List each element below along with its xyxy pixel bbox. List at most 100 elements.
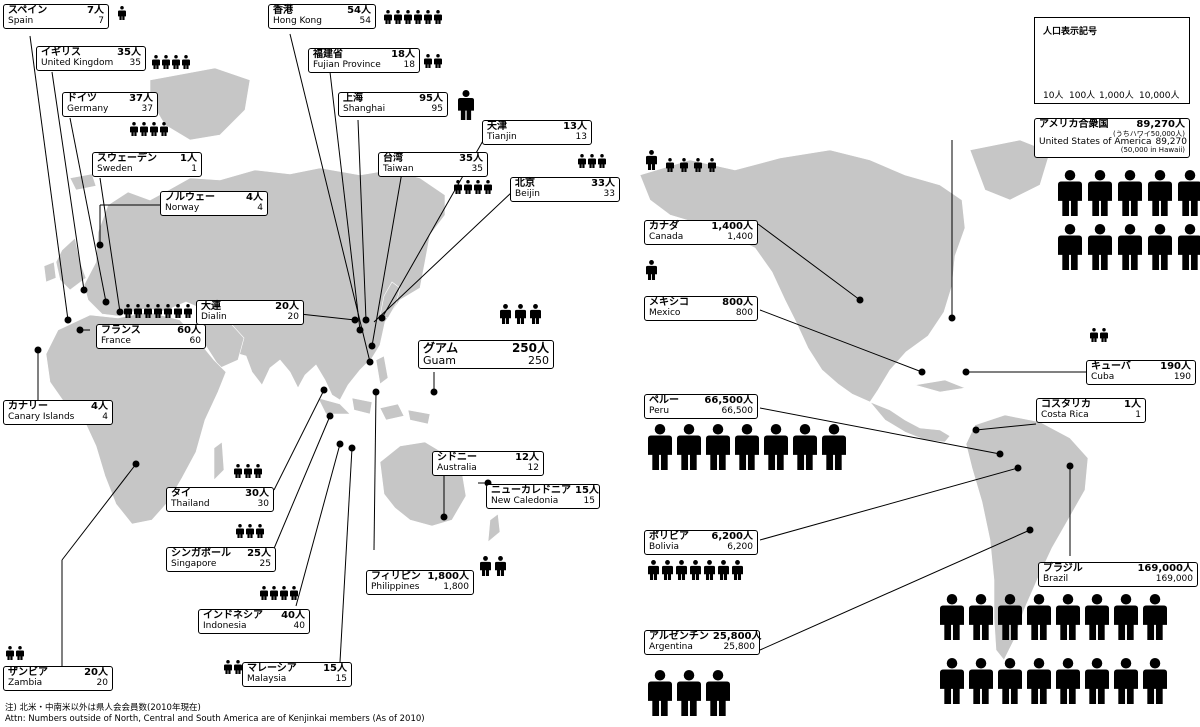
hongkong-person-icon <box>424 10 432 24</box>
germany-person-icon <box>160 122 168 136</box>
legend-level-10: 10人 <box>1043 91 1064 101</box>
germany-person-icon <box>150 122 158 136</box>
canada-person-icon <box>680 158 688 172</box>
fujian-person-icon <box>424 54 432 68</box>
peru-person-icon <box>764 424 788 470</box>
canada-person-icon <box>694 158 702 172</box>
taiwan-person-icon <box>474 180 482 194</box>
bolivia-person-icon <box>718 560 729 580</box>
hongkong-person-icon <box>434 10 442 24</box>
brazil-person-icon <box>1056 594 1080 640</box>
mexico-person-icon <box>646 260 657 280</box>
fujian-person-icon <box>434 54 442 68</box>
philippines-person-icon <box>480 556 491 576</box>
brazil-person-icon <box>940 594 964 640</box>
canada-person-icon <box>646 150 657 170</box>
brazil-person-icon <box>969 658 993 704</box>
peru-person-icon <box>793 424 817 470</box>
brazil-person-icon <box>1114 594 1138 640</box>
singapore-person-icon <box>256 524 264 538</box>
philippines-person-icon <box>495 556 506 576</box>
brazil-person-icon <box>1143 594 1167 640</box>
thailand-person-icon <box>254 464 262 478</box>
usa-person-icon <box>1118 170 1142 216</box>
brazil-person-icon <box>1143 658 1167 704</box>
zambia-person-icon <box>16 646 24 660</box>
brazil-person-icon <box>969 594 993 640</box>
britain-landmass <box>55 237 87 291</box>
bolivia-person-icon <box>704 560 715 580</box>
brazil-person-icon <box>1056 658 1080 704</box>
spain-person-icon <box>118 6 126 20</box>
usa-person-icon <box>1058 224 1082 270</box>
france-person-icon <box>124 304 132 318</box>
uk-person-icon <box>182 55 190 69</box>
germany-person-icon <box>140 122 148 136</box>
france-person-icon <box>134 304 142 318</box>
shanghai-person-icon <box>458 90 474 120</box>
bolivia-person-icon <box>648 560 659 580</box>
legend-level-1000: 1,000人 <box>1099 91 1134 101</box>
brazil-person-icon <box>1027 594 1051 640</box>
usa-person-icon <box>1118 224 1142 270</box>
france-person-icon <box>144 304 152 318</box>
singapore-person-icon <box>236 524 244 538</box>
taiwan-person-icon <box>464 180 472 194</box>
france-person-icon <box>174 304 182 318</box>
cuba-person-icon <box>1090 328 1098 342</box>
thailand-person-icon <box>244 464 252 478</box>
usa-person-icon <box>1148 170 1172 216</box>
hongkong-person-icon <box>384 10 392 24</box>
taiwan-person-icon <box>484 180 492 194</box>
singapore-person-icon <box>246 524 254 538</box>
bolivia-person-icon <box>690 560 701 580</box>
brazil-person-icon <box>998 658 1022 704</box>
bolivia-person-icon <box>676 560 687 580</box>
note-en: Attn: Numbers outside of North, Central … <box>5 714 425 724</box>
beijing-person-icon <box>598 154 606 168</box>
indonesia-person-icon <box>290 586 298 600</box>
canada-person-icon <box>666 158 674 172</box>
hongkong-person-icon <box>414 10 422 24</box>
usa-person-icon <box>1178 170 1200 216</box>
usa-person-icon <box>1088 170 1112 216</box>
peru-person-icon <box>706 424 730 470</box>
usa-person-icon <box>1148 224 1172 270</box>
cuba-person-icon <box>1100 328 1108 342</box>
thailand-person-icon <box>234 464 242 478</box>
legend-level-10000: 10,000人 <box>1139 91 1180 101</box>
dalian-person-icon <box>184 304 192 318</box>
south-america-landmass <box>965 414 1089 661</box>
beijing-person-icon <box>578 154 586 168</box>
peru-person-icon <box>735 424 759 470</box>
malaysia-person-icon <box>234 660 242 674</box>
brazil-person-icon <box>1114 658 1138 704</box>
brazil-person-icon <box>1085 658 1109 704</box>
bolivia-person-icon <box>732 560 743 580</box>
indonesia-person-icon <box>280 586 288 600</box>
note-ja: 注) 北米・中南米以外は県人会会員数(2010年現在) <box>5 703 201 713</box>
canada-person-icon <box>708 158 716 172</box>
uk-person-icon <box>172 55 180 69</box>
